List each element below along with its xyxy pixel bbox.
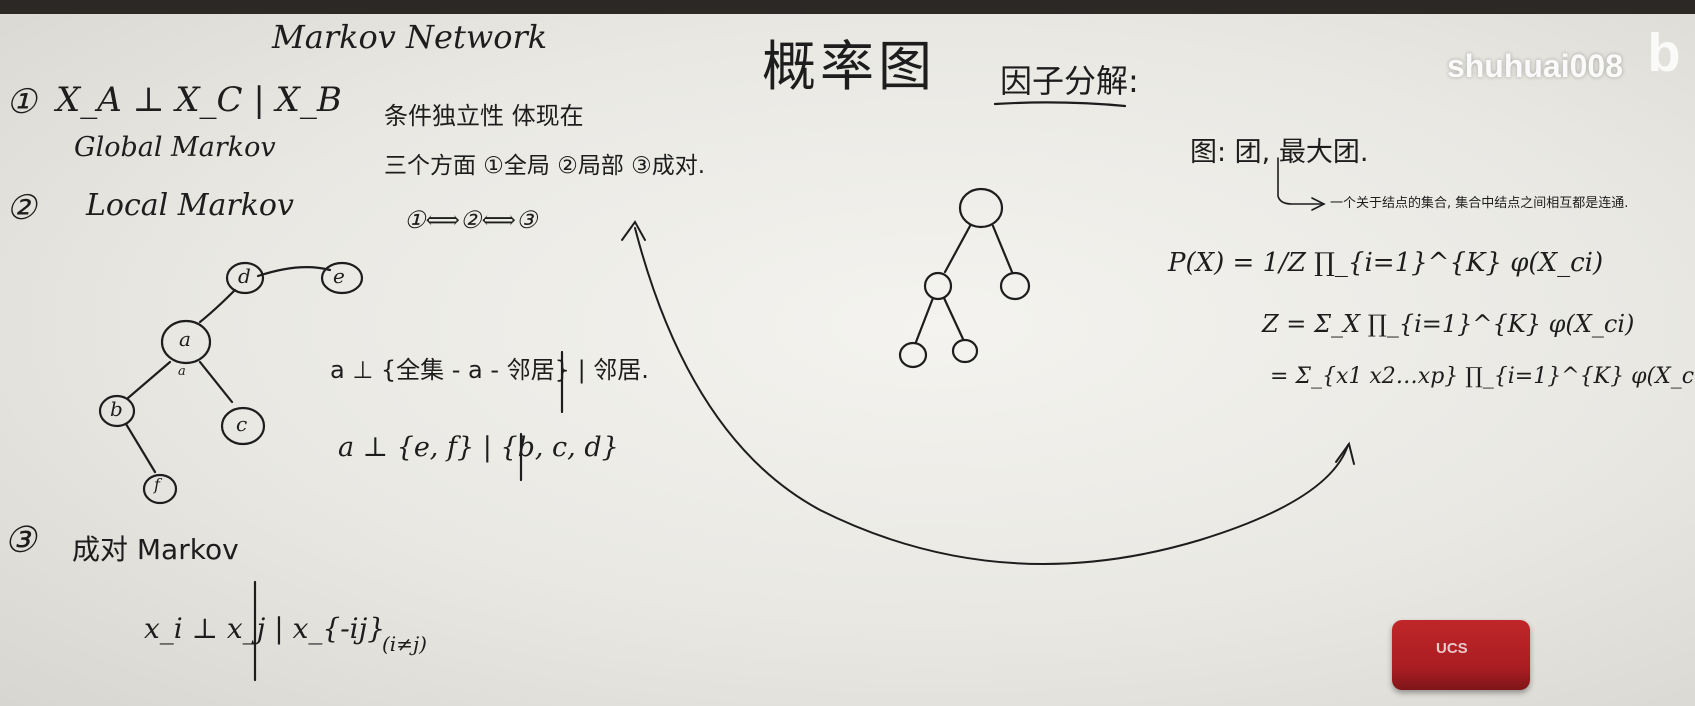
equation-p: P(X) = 1/Z ∏_{i=1}^{K} φ(X_ci)	[1168, 248, 1604, 278]
notes-line-1: 条件独立性 体现在	[384, 102, 584, 130]
pairwise-condition: (i≠j)	[382, 632, 427, 656]
tree-ll	[898, 341, 928, 369]
whiteboard	[0, 14, 1695, 706]
clique-note: 一个关于结点的集合, 集合中结点之间相互都是连通.	[1330, 196, 1629, 211]
factorization-heading: 因子分解:	[1000, 62, 1139, 100]
eraser-brand: UCS	[1436, 640, 1468, 657]
local-number: ②	[6, 188, 37, 228]
local-markov-label: Local Markov	[86, 188, 294, 223]
edge-label-a: a	[178, 364, 186, 379]
node-label-b: b	[110, 397, 123, 421]
global-markov-label: Global Markov	[74, 132, 276, 163]
tree-left	[923, 271, 953, 301]
page-title: 概率图	[762, 35, 936, 98]
platform-logo-icon: b	[1647, 23, 1681, 83]
equation-z2: = Σ_{x1 x2…xp} ∏_{i=1}^{K} φ(X_ci)	[1270, 364, 1695, 389]
clique-definition: 图: 团, 最大团.	[1190, 137, 1369, 168]
edge-d-e	[256, 266, 332, 278]
notes-line-2: 三个方面 ①全局 ②局部 ③成对.	[384, 153, 706, 179]
node-e	[320, 261, 364, 295]
global-formula: X_A ⊥ X_C | X_B	[56, 80, 342, 120]
edge-b-f	[124, 422, 157, 474]
tree-root	[958, 187, 1004, 229]
node-label-d: d	[238, 264, 251, 288]
node-d	[225, 261, 265, 295]
markov-network-subtitle: Markov Network	[272, 18, 548, 56]
edge-a-c	[198, 360, 234, 404]
edge-d-a	[198, 288, 237, 324]
node-label-f: f	[154, 475, 160, 494]
equivalence-arrow	[634, 227, 1349, 565]
eraser: UCS	[1392, 620, 1530, 690]
equation-z1: Z = Σ_X ∏_{i=1}^{K} φ(X_ci)	[1262, 310, 1635, 338]
edge-a-b	[126, 360, 172, 400]
node-label-e: e	[333, 264, 345, 288]
node-a	[160, 319, 212, 365]
local-example-line-1: a ⊥ {全集 - a - 邻居} | 邻居.	[330, 356, 649, 384]
node-label-c: c	[236, 412, 248, 436]
node-c	[220, 406, 266, 446]
channel-watermark: shuhuai008	[1446, 48, 1623, 84]
notes-equivalence: ①⟺②⟺③	[404, 206, 538, 234]
pairwise-number: ③	[4, 520, 37, 561]
tree-right	[999, 271, 1031, 301]
pairwise-formula: x_i ⊥ x_j | x_{-ij}	[144, 612, 386, 645]
pairwise-markov-label: 成对 Markov	[72, 533, 239, 566]
tree-lr	[951, 338, 979, 364]
board-top-frame	[0, 0, 1695, 14]
node-b	[98, 394, 136, 428]
local-example-line-2: a ⊥ {e, f} | {b, c, d}	[338, 432, 619, 463]
node-label-a: a	[179, 327, 191, 351]
node-f	[142, 473, 178, 505]
factor-underline	[993, 101, 1127, 108]
global-number: ①	[6, 82, 37, 122]
